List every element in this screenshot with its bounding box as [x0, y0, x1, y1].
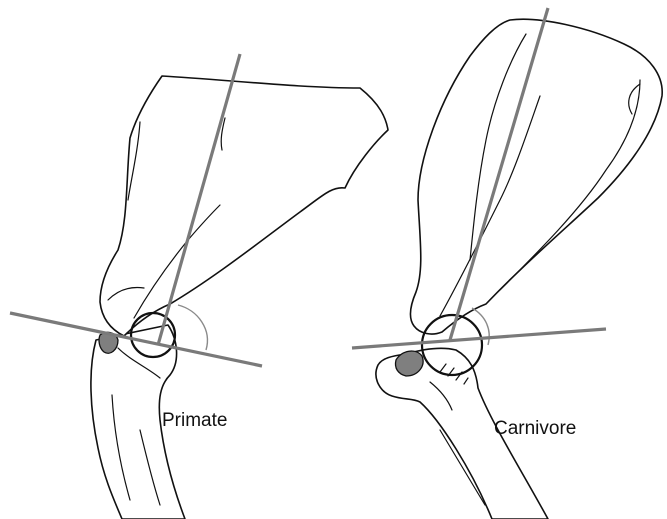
primate-scapula — [100, 76, 388, 336]
carnivore-panel — [352, 8, 662, 519]
primate-angle-arc — [178, 305, 207, 350]
carnivore-label: Carnivore — [494, 418, 576, 440]
primate-label: Primate — [162, 410, 227, 432]
carnivore-scapula — [410, 19, 662, 334]
primate-panel — [10, 54, 388, 519]
